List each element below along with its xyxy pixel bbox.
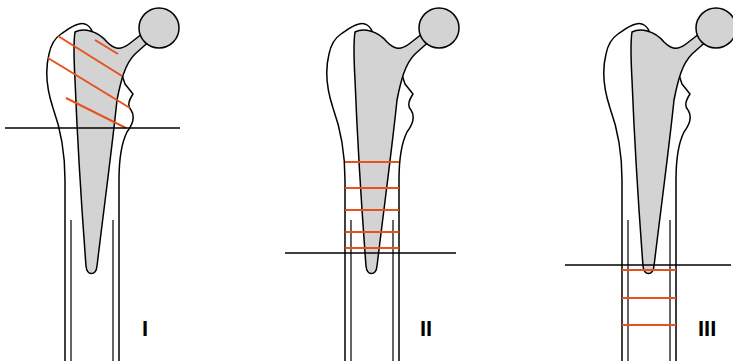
femur-stem bbox=[604, 8, 733, 361]
zone-lines bbox=[622, 270, 676, 325]
femur-stem bbox=[327, 8, 459, 361]
zone-lines bbox=[48, 36, 130, 128]
zone-label: III bbox=[698, 318, 716, 340]
femur-stem bbox=[47, 8, 179, 361]
zone-label: II bbox=[420, 318, 432, 340]
zone-lines bbox=[345, 162, 399, 248]
level-line bbox=[285, 252, 456, 254]
level-line bbox=[565, 264, 731, 266]
level-line bbox=[5, 127, 180, 129]
zone-label: I bbox=[142, 318, 148, 340]
